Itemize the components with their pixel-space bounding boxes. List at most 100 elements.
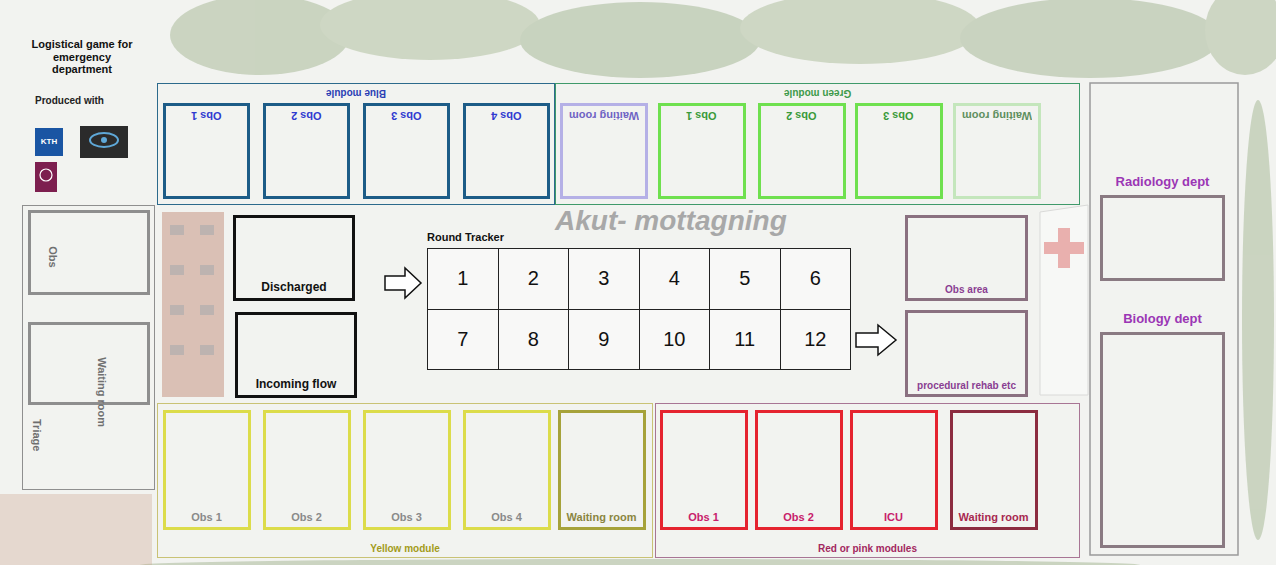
department-box: Radiology dept bbox=[1100, 195, 1225, 281]
box-label: Waiting room bbox=[95, 357, 108, 427]
round-number: 3 bbox=[598, 267, 609, 290]
tracker-cell: 6 bbox=[781, 249, 852, 310]
box-label: Yellow module bbox=[370, 543, 439, 555]
module-area: Waiting roomObs 1Obs 2Obs 3Waiting roomG… bbox=[555, 83, 1080, 205]
title-holder: Logistical game for emergency department bbox=[25, 38, 139, 76]
hospital-building bbox=[0, 494, 152, 565]
box-label: Waiting room bbox=[567, 511, 637, 524]
round-number: 5 bbox=[739, 267, 750, 290]
box-label: Obs 2 bbox=[786, 109, 817, 122]
tree-foliage bbox=[140, 559, 1140, 565]
flow-box: Incoming flow bbox=[235, 312, 357, 398]
tracker-cell: 4 bbox=[640, 249, 711, 310]
building-window bbox=[170, 265, 184, 275]
box-label: Blue module bbox=[326, 87, 386, 99]
round-tracker: 123456789101112 bbox=[427, 248, 851, 370]
box-label: procedural rehab etc bbox=[917, 380, 1016, 392]
obs-bay: Obs 1 bbox=[163, 410, 251, 530]
tree-foliage bbox=[170, 0, 350, 75]
tracker-cell: 8 bbox=[499, 310, 570, 371]
obs-bay: Obs 4 bbox=[463, 410, 551, 530]
red-cross bbox=[1044, 242, 1084, 254]
label-holder: Akut- mottagning bbox=[555, 205, 787, 237]
box-label: Red or pink modules bbox=[818, 543, 917, 555]
tracker-cell: 5 bbox=[710, 249, 781, 310]
waiting-room-box: Waiting room bbox=[558, 410, 646, 530]
hospital-building bbox=[162, 212, 224, 397]
box-label: Discharged bbox=[261, 281, 326, 295]
tree-foliage bbox=[320, 0, 540, 60]
box-label: Obs 3 bbox=[391, 109, 422, 122]
box-label: Waiting room bbox=[569, 109, 639, 122]
kth-logo bbox=[35, 128, 63, 156]
box-label: Triage bbox=[30, 419, 43, 451]
sign-panel bbox=[1040, 205, 1088, 395]
round-number: 12 bbox=[804, 328, 826, 351]
triage-box: Obs bbox=[28, 210, 150, 295]
tracker-cell: 9 bbox=[569, 310, 640, 371]
building-window bbox=[170, 305, 184, 315]
box-label: Obs 2 bbox=[783, 511, 814, 524]
box-label: Obs 2 bbox=[291, 511, 322, 524]
round-number: 9 bbox=[598, 328, 609, 351]
tracker-cell: 10 bbox=[640, 310, 711, 371]
obs-bay: Obs 3 bbox=[855, 103, 943, 199]
box-label: Obs 1 bbox=[191, 511, 222, 524]
outside-area-box: Obs area bbox=[905, 215, 1028, 301]
obs-bay: Obs 1 bbox=[658, 103, 746, 199]
hospital-building bbox=[162, 212, 224, 397]
building-window bbox=[200, 305, 214, 315]
box-label: Incoming flow bbox=[256, 378, 337, 392]
module-area: Obs 1 Obs 2 ICU Waiting roomRed or pink mod… bbox=[655, 403, 1080, 558]
lab-logo-eye bbox=[101, 137, 107, 143]
round-number: 4 bbox=[669, 267, 680, 290]
obs-bay: Obs 2 bbox=[758, 103, 846, 199]
flow-box: Discharged bbox=[233, 215, 355, 301]
label-holder: Round Tracker bbox=[427, 231, 504, 244]
tree-foliage bbox=[1242, 100, 1274, 540]
label-holder: Produced with bbox=[35, 95, 104, 107]
box-label: Obs 1 bbox=[688, 511, 719, 524]
departments-panel bbox=[1090, 83, 1238, 555]
obs-bay: Obs 2 bbox=[263, 103, 350, 199]
round-number: 10 bbox=[663, 328, 685, 351]
tracker-cell: 7 bbox=[428, 310, 499, 371]
game-title: Logistical game for emergency department bbox=[25, 38, 139, 76]
label-holder: KTH bbox=[35, 128, 63, 156]
building-window bbox=[200, 345, 214, 355]
tracker-cell: 2 bbox=[499, 249, 570, 310]
building-window bbox=[200, 265, 214, 275]
obs-bay: Obs 1 bbox=[163, 103, 250, 199]
box-label: Obs 1 bbox=[686, 109, 717, 122]
lab-logo bbox=[80, 126, 128, 158]
box-label: Obs 4 bbox=[491, 109, 522, 122]
box-label: Obs 3 bbox=[391, 511, 422, 524]
round-number: 7 bbox=[457, 328, 468, 351]
obs-bay: Obs 2 bbox=[755, 410, 843, 530]
box-label: Obs 4 bbox=[491, 511, 522, 524]
box-label: Obs bbox=[46, 246, 59, 267]
department-box: Biology dept bbox=[1100, 332, 1225, 548]
round-number: 1 bbox=[457, 267, 468, 290]
waiting-room-box: Waiting room bbox=[950, 410, 1038, 530]
tracker-title: Round Tracker bbox=[427, 231, 504, 244]
box-label: Obs 1 bbox=[191, 109, 222, 122]
building-window bbox=[200, 225, 214, 235]
round-number: 6 bbox=[810, 267, 821, 290]
tracker-cell: 3 bbox=[569, 249, 640, 310]
flow-arrow bbox=[385, 268, 421, 298]
logo-text: KTH bbox=[41, 137, 57, 146]
tracker-cell: 1 bbox=[428, 249, 499, 310]
obs-bay: Obs 4 bbox=[463, 103, 550, 199]
triage-area: ObsWaiting roomTriage bbox=[22, 205, 155, 490]
obs-bay: ICU bbox=[850, 410, 938, 530]
flow-arrow bbox=[856, 325, 896, 355]
box-label: Waiting room bbox=[959, 511, 1029, 524]
hospital-sign bbox=[1040, 205, 1088, 395]
obs-bay: Obs 3 bbox=[363, 410, 451, 530]
karolinska-logo-seal bbox=[40, 169, 52, 181]
building-window bbox=[170, 225, 184, 235]
tracker-cell: 12 bbox=[781, 310, 852, 371]
